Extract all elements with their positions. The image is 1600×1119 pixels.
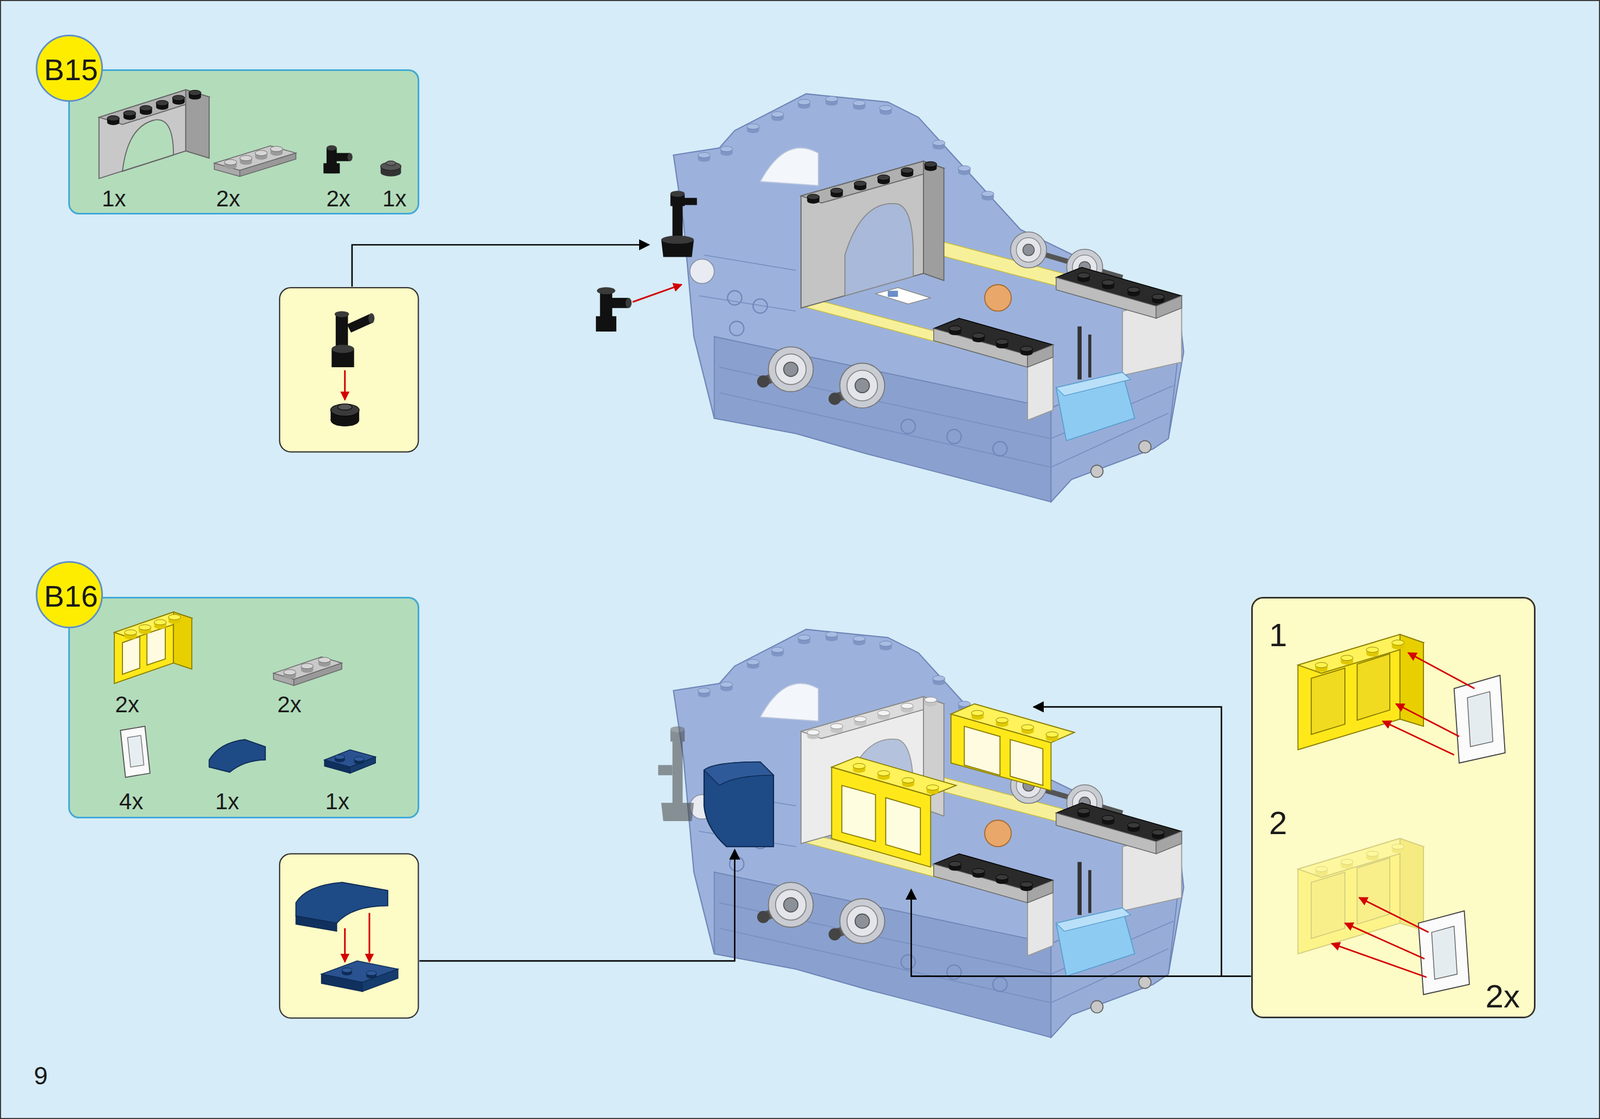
step-number: B15 — [43, 54, 99, 86]
window-sub-assembly — [911, 634, 1505, 995]
page-number: 9 — [34, 1063, 49, 1089]
model-step-b15 — [595, 93, 1184, 502]
substep-number: 1 — [1269, 619, 1287, 652]
sub-assembly-callout — [279, 853, 419, 1018]
part-count: 1x — [382, 187, 407, 211]
part-count: 4x — [119, 790, 143, 813]
step-badge: B15 — [35, 34, 103, 102]
parts-list-panel: 1x 2x 2x 1x — [68, 69, 420, 214]
parts-panel-ground — [68, 69, 420, 214]
part-count: 2x — [216, 187, 240, 211]
sub-assembly-callout-ground — [1251, 596, 1537, 1019]
sub-assembly-b15 — [330, 244, 649, 427]
part-count: 1x — [325, 790, 350, 813]
part-count: 2x — [115, 693, 140, 717]
sub-assembly-callout: 1 2 2x — [1251, 596, 1537, 1019]
parts-panel-ground — [68, 596, 420, 819]
part-count: 1x — [101, 187, 126, 211]
part-count: 2x — [277, 693, 302, 717]
parts-list-b16 — [114, 612, 376, 778]
parts-list-b15 — [99, 89, 402, 179]
multiplier: 2x — [1485, 980, 1520, 1013]
substep-number: 2 — [1269, 807, 1287, 840]
step-badge: B16 — [35, 561, 103, 629]
sub-assembly-callout — [279, 287, 419, 452]
sub-assembly-b16 — [295, 849, 735, 992]
step-number: B16 — [43, 581, 99, 612]
part-count: 1x — [215, 790, 239, 813]
part-count: 2x — [326, 187, 351, 211]
parts-list-panel: 2x 2x 4x 1x 1x — [68, 596, 420, 819]
